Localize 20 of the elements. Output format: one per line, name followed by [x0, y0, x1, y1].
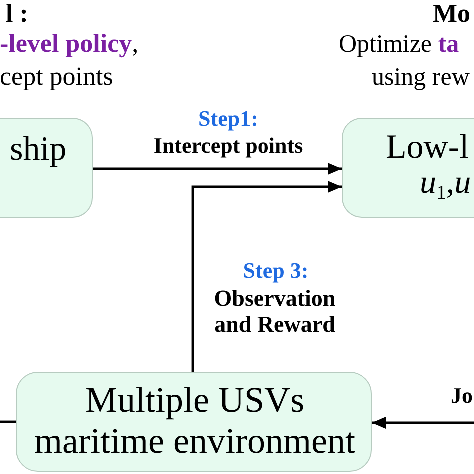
body-text: cept points	[0, 62, 114, 92]
arrow	[93, 163, 342, 175]
body-text: using rew	[372, 63, 470, 92]
step-label: Step 3:	[243, 258, 309, 284]
arrow	[192, 181, 342, 372]
arrow	[372, 417, 474, 429]
edge-label: Observation and Reward	[213, 286, 337, 338]
body-text: -level policy,	[0, 29, 139, 60]
rounded-box	[0, 118, 93, 218]
rounded-box	[342, 118, 474, 218]
heading-text: Mo	[433, 0, 471, 30]
node-text: ship	[10, 130, 67, 170]
node-text: Multiple USVs maritime environment	[34, 380, 356, 462]
rounded-box	[16, 372, 372, 472]
step-label: Step1:	[198, 106, 258, 132]
edge-label: Jo	[451, 383, 473, 408]
heading-text: l :	[6, 0, 28, 30]
body-text: Optimize ta	[339, 30, 460, 60]
connector-line	[0, 420, 16, 424]
edge-label: Intercept points	[154, 133, 304, 158]
